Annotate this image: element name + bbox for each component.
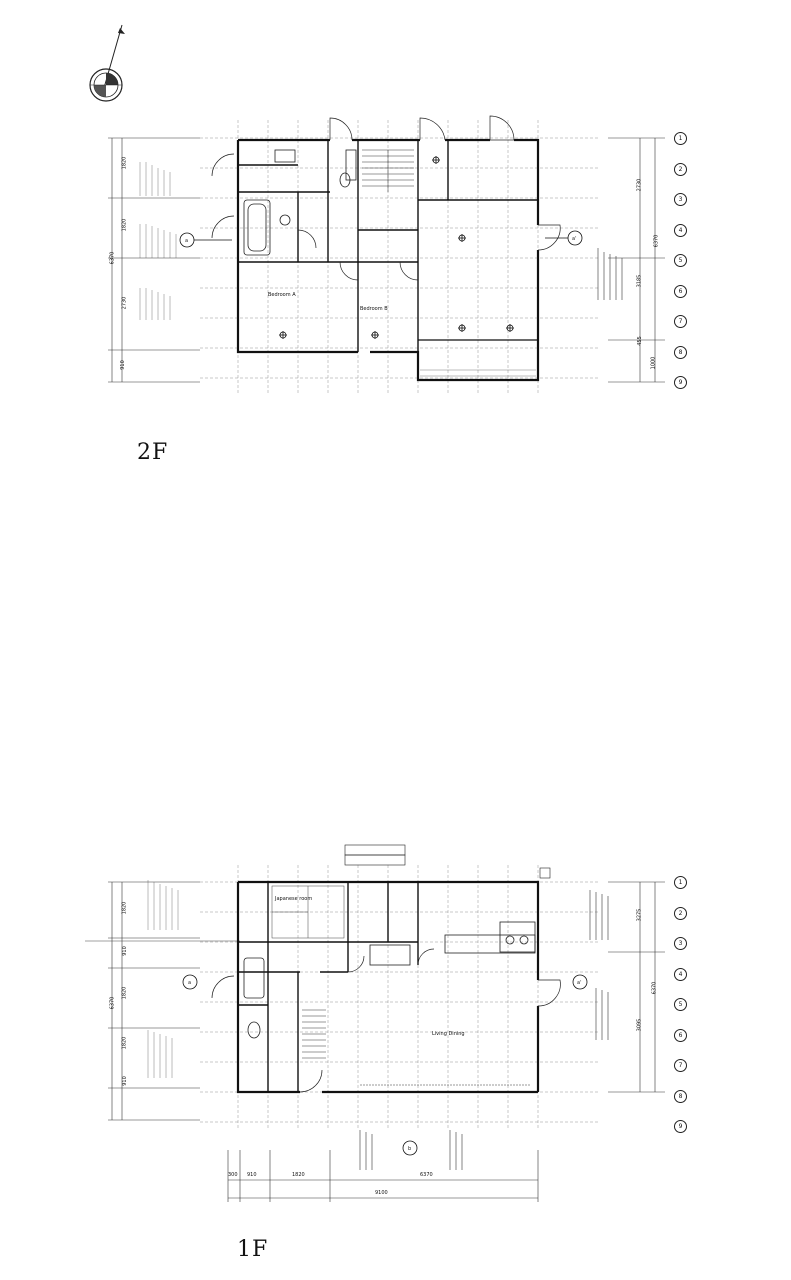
dim-label: 1820 — [292, 1172, 305, 1178]
grid-axis-bubble: 8 — [674, 1089, 687, 1103]
grid-axis-bubble: 3 — [674, 193, 687, 206]
dim-label: 2730 — [121, 296, 128, 310]
dim-label: 910 — [121, 946, 128, 956]
dim-label: 6370 — [420, 1172, 433, 1178]
floor-plan-1f: Japanese room Living Dining a a' b — [85, 844, 665, 1202]
grid-axis-bubble: 5 — [674, 254, 687, 267]
dim-label: 3095 — [636, 1018, 643, 1032]
dim-total: 6370 — [653, 234, 660, 248]
door-swing-icon — [211, 948, 561, 1093]
dim-label: 1820 — [121, 986, 128, 1000]
floor-label-1f: 1F — [237, 1237, 269, 1262]
dim-label: 910 — [247, 1172, 257, 1178]
dim-label: 455 — [636, 336, 643, 346]
dim-label: 300 — [228, 1172, 238, 1178]
grid-axis-bubble: 2 — [674, 162, 687, 176]
dim-label: 1820 — [121, 1036, 128, 1050]
north-arrow-icon — [89, 24, 125, 102]
section-mark: a — [188, 980, 191, 986]
walls-2f — [236, 138, 540, 382]
grid-axis-bubble: 6 — [674, 284, 687, 298]
grid-axis-bubble: 4 — [674, 967, 687, 981]
dim-label: 1820 — [121, 156, 128, 170]
dim-total: 6370 — [109, 996, 116, 1010]
grid-axis-bubble: 1 — [674, 132, 687, 145]
dim-label: 910 — [121, 1076, 128, 1086]
section-mark: a' — [577, 980, 581, 986]
room-label: Bedroom B — [360, 306, 388, 312]
section-mark: a — [185, 238, 188, 244]
room-label: Japanese room — [274, 896, 312, 902]
dimension-left-2f — [108, 137, 200, 383]
grid-axis-bubble: 9 — [674, 376, 687, 389]
dim-total: 6370 — [651, 981, 658, 995]
dim-label: 1820 — [121, 901, 128, 915]
grid-axis-bubble: 3 — [674, 937, 687, 950]
walls-1f — [236, 880, 540, 1094]
grid-axis-bubble: 9 — [674, 1120, 687, 1133]
floor-label-2f: 2F — [137, 440, 169, 465]
dim-label: 1000 — [650, 356, 657, 370]
grid-axis-bubble: 7 — [674, 1059, 687, 1072]
light-fixture-icon — [279, 156, 514, 339]
dim-total: 9100 — [375, 1190, 388, 1196]
dim-label: 910 — [119, 360, 126, 370]
dim-label: 1820 — [121, 218, 128, 232]
grid-axis-bubble: 2 — [674, 906, 687, 920]
floor-plan-2f: Bedroom A Bedroom B a a' — [108, 115, 665, 395]
grid-axis-bubble: 5 — [674, 998, 687, 1011]
door-swing-icon — [211, 115, 561, 281]
section-mark: b — [408, 1146, 411, 1152]
grid-axis-bubble: 1 — [674, 876, 687, 889]
room-label: Bedroom A — [268, 292, 296, 298]
grid-axis-bubble: 6 — [674, 1028, 687, 1042]
grid-axis-bubble: 7 — [674, 315, 687, 328]
grid-axis-bubble: 4 — [674, 223, 687, 237]
dim-label: 2730 — [636, 178, 643, 192]
section-mark: a' — [572, 236, 576, 242]
dim-total: 6370 — [109, 251, 116, 265]
grid-axis-bubble: 8 — [674, 345, 687, 359]
dim-label: 3185 — [636, 274, 643, 288]
room-label: Living Dining — [432, 1031, 465, 1037]
dim-label: 3275 — [636, 908, 643, 922]
